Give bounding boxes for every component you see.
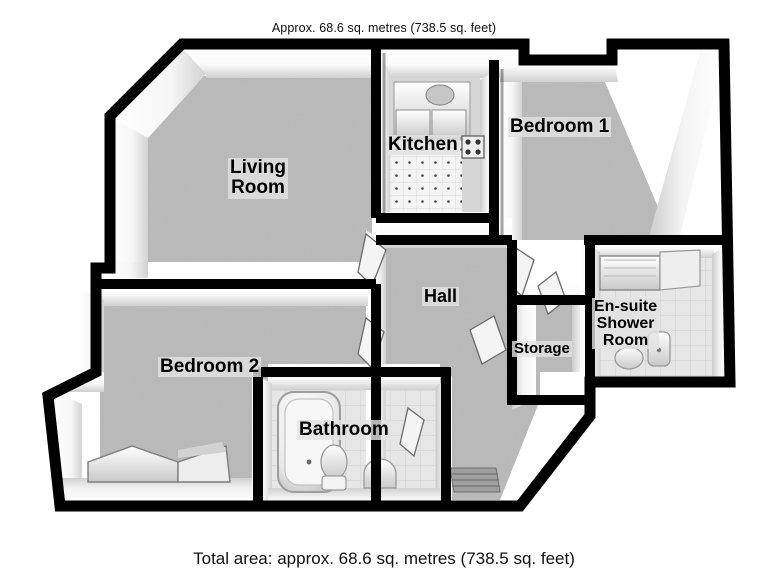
hall-floor-mat bbox=[449, 467, 501, 493]
door-hall-to-storage bbox=[469, 315, 507, 365]
walls-layer-2 bbox=[45, 40, 730, 506]
kitchen-sink bbox=[425, 84, 455, 106]
wall-shadows bbox=[382, 53, 504, 243]
area-caption-top: Approx. 68.6 sq. metres (738.5 sq. feet) bbox=[271, 21, 497, 35]
floor-kitchen-tile bbox=[390, 140, 462, 212]
kitchen-base-cabinet-left bbox=[395, 109, 431, 139]
wall-living-bay-notch bbox=[106, 40, 186, 120]
wall-face-bedroom2-bottom bbox=[62, 478, 268, 504]
kitchen-counter-unit bbox=[393, 81, 471, 141]
wall-face-living-bay-left bbox=[110, 120, 148, 262]
wall-face-kitchen-top bbox=[390, 48, 480, 78]
bedroom2-bay-window bbox=[87, 442, 231, 483]
wall-face-living-bay-upper bbox=[116, 48, 206, 138]
floor-living bbox=[148, 76, 372, 262]
wall-storage-bottom bbox=[507, 300, 590, 405]
wall-bathroom-box bbox=[253, 367, 451, 506]
kitchen-hob bbox=[461, 135, 485, 159]
bathroom-toilet bbox=[320, 444, 348, 491]
total-area-caption: Total area: approx. 68.6 sq. metres (738… bbox=[193, 549, 575, 568]
wall-face-bedroom1-right bbox=[648, 52, 724, 244]
door-hall-to-bathroom bbox=[399, 406, 425, 458]
ensuite-shower-enclosure bbox=[599, 249, 701, 291]
kitchen-base-cabinet-right bbox=[431, 109, 467, 139]
wall-face-bedroom2-left-lower bbox=[56, 392, 82, 492]
ensuite-wash-basin bbox=[647, 331, 671, 367]
floor-bedroom1 bbox=[500, 82, 672, 240]
ensuite-toilet bbox=[614, 346, 644, 370]
